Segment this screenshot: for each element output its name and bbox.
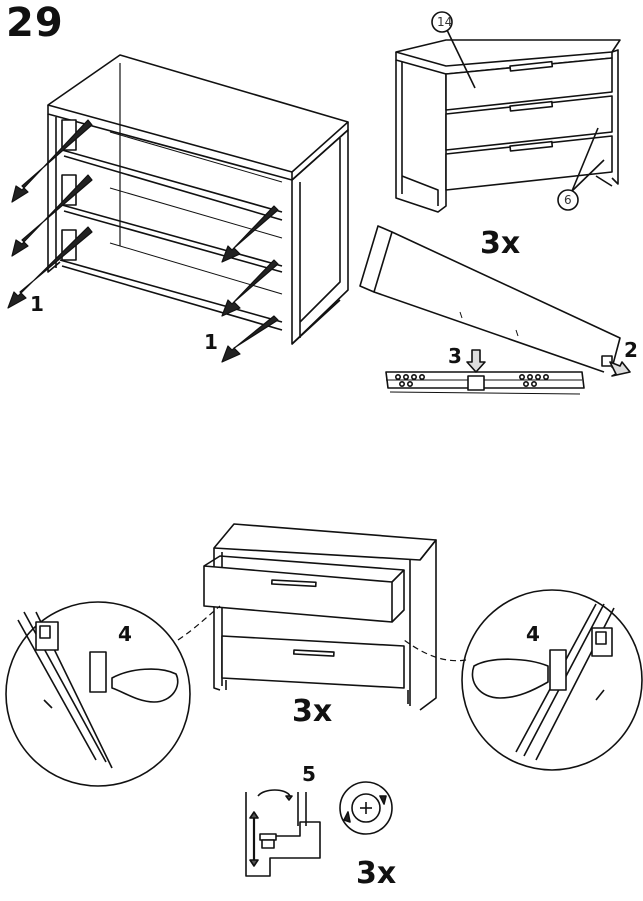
quantity-label-middle: 3x	[292, 694, 333, 729]
drawer-rail-detail	[359, 225, 631, 395]
cabinet-closed-drawers	[395, 11, 621, 213]
detail-circle-right	[461, 589, 643, 771]
press-label: 3	[448, 344, 462, 368]
detail-circle-left	[5, 601, 191, 787]
detail-connectors	[177, 605, 467, 662]
step-number: 29	[6, 0, 64, 46]
quantity-label-bottom: 3x	[356, 856, 397, 891]
pull-label-right: 1	[204, 330, 218, 354]
part-callout-14: 14	[437, 15, 453, 29]
pull-out-arrows-right	[221, 205, 279, 363]
quantity-label-top: 3x	[480, 226, 521, 261]
lift-label: 2	[624, 338, 638, 362]
pull-out-arrows-left	[7, 119, 93, 309]
lock-label-left: 4	[118, 622, 132, 646]
lock-label-right: 4	[526, 622, 540, 646]
part-callout-6: 6	[564, 193, 572, 207]
cabinet-open-carcass	[47, 54, 349, 345]
adjust-label: 5	[302, 762, 316, 786]
adjustment-detail	[245, 781, 393, 877]
cabinet-drawer-open	[203, 523, 437, 711]
pull-label-left: 1	[30, 292, 44, 316]
